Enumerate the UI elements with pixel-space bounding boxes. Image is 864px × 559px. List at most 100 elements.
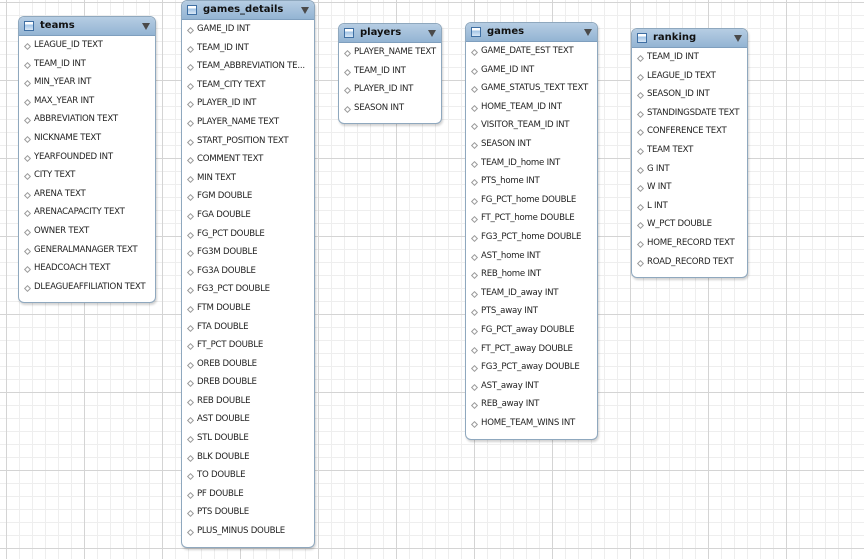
column-row[interactable]: AST DOUBLE xyxy=(182,412,314,431)
column-row[interactable]: DLEAGUEAFFILIATION TEXT xyxy=(19,280,155,299)
column-row[interactable]: REB_home INT xyxy=(466,267,597,286)
column-row[interactable]: MIN TEXT xyxy=(182,171,314,190)
collapse-arrow-icon[interactable] xyxy=(734,35,742,42)
column-row[interactable]: START_POSITION TEXT xyxy=(182,134,314,153)
column-row[interactable]: L INT xyxy=(632,199,747,218)
collapse-arrow-icon[interactable] xyxy=(428,30,436,37)
column-row[interactable]: TEAM_CITY TEXT xyxy=(182,78,314,97)
column-row[interactable]: HOME_RECORD TEXT xyxy=(632,236,747,255)
column-row[interactable]: CITY TEXT xyxy=(19,168,155,187)
column-row[interactable]: FG3_PCT_home DOUBLE xyxy=(466,230,597,249)
collapse-arrow-icon[interactable] xyxy=(301,7,309,14)
column-row[interactable]: STL DOUBLE xyxy=(182,431,314,450)
collapse-arrow-icon[interactable] xyxy=(584,29,592,36)
column-row[interactable]: STANDINGSDATE TEXT xyxy=(632,106,747,125)
column-row[interactable]: GAME_DATE_EST TEXT xyxy=(466,44,597,63)
column-row[interactable]: ROAD_RECORD TEXT xyxy=(632,255,747,274)
column-row[interactable]: FG_PCT DOUBLE xyxy=(182,227,314,246)
column-row[interactable]: FGA DOUBLE xyxy=(182,208,314,227)
column-row[interactable]: OWNER TEXT xyxy=(19,224,155,243)
table-header[interactable]: teams xyxy=(19,17,155,36)
column-row[interactable]: PLUS_MINUS DOUBLE xyxy=(182,524,314,543)
column-row[interactable]: FG3_PCT DOUBLE xyxy=(182,282,314,301)
collapse-arrow-icon[interactable] xyxy=(142,23,150,30)
table-header[interactable]: ranking xyxy=(632,29,747,48)
column-row[interactable]: FT_PCT DOUBLE xyxy=(182,338,314,357)
column-row[interactable]: FT_PCT_home DOUBLE xyxy=(466,211,597,230)
column-row[interactable]: GENERALMANAGER TEXT xyxy=(19,243,155,262)
column-row[interactable]: NICKNAME TEXT xyxy=(19,131,155,150)
column-row[interactable]: TEAM_ID INT xyxy=(339,64,441,83)
table-header[interactable]: players xyxy=(339,24,441,43)
column-row[interactable]: YEARFOUNDED INT xyxy=(19,150,155,169)
column-row[interactable]: TEAM_ID INT xyxy=(19,57,155,76)
column-row[interactable]: ARENA TEXT xyxy=(19,187,155,206)
column-row[interactable]: HEADCOACH TEXT xyxy=(19,261,155,280)
column-row[interactable]: PLAYER_NAME TEXT xyxy=(339,45,441,64)
column-row[interactable]: FG3_PCT_away DOUBLE xyxy=(466,360,597,379)
column-row[interactable]: ARENACAPACITY TEXT xyxy=(19,205,155,224)
column-row[interactable]: CONFERENCE TEXT xyxy=(632,124,747,143)
table-header[interactable]: games xyxy=(466,23,597,42)
column-row[interactable]: FTM DOUBLE xyxy=(182,301,314,320)
column-row[interactable]: ABBREVIATION TEXT xyxy=(19,112,155,131)
column-row[interactable]: TEAM_ID INT xyxy=(182,41,314,60)
column-row[interactable]: FT_PCT_away DOUBLE xyxy=(466,342,597,361)
column-row[interactable]: HOME_TEAM_WINS INT xyxy=(466,416,597,435)
column-row[interactable]: PTS_home INT xyxy=(466,174,597,193)
column-row[interactable]: FG_PCT_away DOUBLE xyxy=(466,323,597,342)
column-row[interactable]: G INT xyxy=(632,162,747,181)
column-row[interactable]: W_PCT DOUBLE xyxy=(632,217,747,236)
column-label: FT_PCT_home DOUBLE xyxy=(481,213,575,224)
column-row[interactable]: GAME_ID INT xyxy=(466,63,597,82)
column-diamond-icon xyxy=(470,402,479,410)
column-row[interactable]: VISITOR_TEAM_ID INT xyxy=(466,118,597,137)
column-row[interactable]: REB_away INT xyxy=(466,397,597,416)
table-header[interactable]: games_details xyxy=(182,1,314,20)
column-diamond-icon xyxy=(470,365,479,373)
column-row[interactable]: FTA DOUBLE xyxy=(182,320,314,339)
column-row[interactable]: GAME_STATUS_TEXT TEXT xyxy=(466,81,597,100)
column-row[interactable]: TEAM_ABBREVIATION TE... xyxy=(182,59,314,78)
column-row[interactable]: SEASON_ID INT xyxy=(632,87,747,106)
column-row[interactable]: AST_home INT xyxy=(466,249,597,268)
column-row[interactable]: LEAGUE_ID TEXT xyxy=(19,38,155,57)
column-row[interactable]: DREB DOUBLE xyxy=(182,375,314,394)
column-row[interactable]: TEAM_ID_away INT xyxy=(466,286,597,305)
column-row[interactable]: FG_PCT_home DOUBLE xyxy=(466,193,597,212)
column-row[interactable]: W INT xyxy=(632,180,747,199)
column-row[interactable]: FG3M DOUBLE xyxy=(182,245,314,264)
column-row[interactable]: PLAYER_NAME TEXT xyxy=(182,115,314,134)
column-row[interactable]: LEAGUE_ID TEXT xyxy=(632,69,747,88)
column-row[interactable]: MIN_YEAR INT xyxy=(19,75,155,94)
column-label: LEAGUE_ID TEXT xyxy=(647,70,716,81)
column-row[interactable]: TEAM_ID INT xyxy=(632,50,747,69)
column-row[interactable]: TEAM_ID_home INT xyxy=(466,156,597,175)
column-row[interactable]: SEASON INT xyxy=(466,137,597,156)
column-row[interactable]: PLAYER_ID INT xyxy=(339,82,441,101)
column-row[interactable]: FG3A DOUBLE xyxy=(182,264,314,283)
column-row[interactable]: FGM DOUBLE xyxy=(182,189,314,208)
column-row[interactable]: MAX_YEAR INT xyxy=(19,94,155,113)
column-row[interactable]: PLAYER_ID INT xyxy=(182,96,314,115)
column-row[interactable]: BLK DOUBLE xyxy=(182,450,314,469)
column-row[interactable]: PTS_away INT xyxy=(466,304,597,323)
column-row[interactable]: PF DOUBLE xyxy=(182,487,314,506)
column-row[interactable]: REB DOUBLE xyxy=(182,394,314,413)
column-row[interactable]: AST_away INT xyxy=(466,379,597,398)
column-row[interactable]: TO DOUBLE xyxy=(182,468,314,487)
column-label: LEAGUE_ID TEXT xyxy=(34,40,103,50)
column-row[interactable]: COMMENT TEXT xyxy=(182,152,314,171)
column-row[interactable]: OREB DOUBLE xyxy=(182,357,314,376)
column-row[interactable]: SEASON INT xyxy=(339,101,441,120)
column-row[interactable]: PTS DOUBLE xyxy=(182,505,314,524)
column-row[interactable]: TEAM TEXT xyxy=(632,143,747,162)
column-row[interactable]: GAME_ID INT xyxy=(182,22,314,41)
column-row[interactable]: HOME_TEAM_ID INT xyxy=(466,100,597,119)
